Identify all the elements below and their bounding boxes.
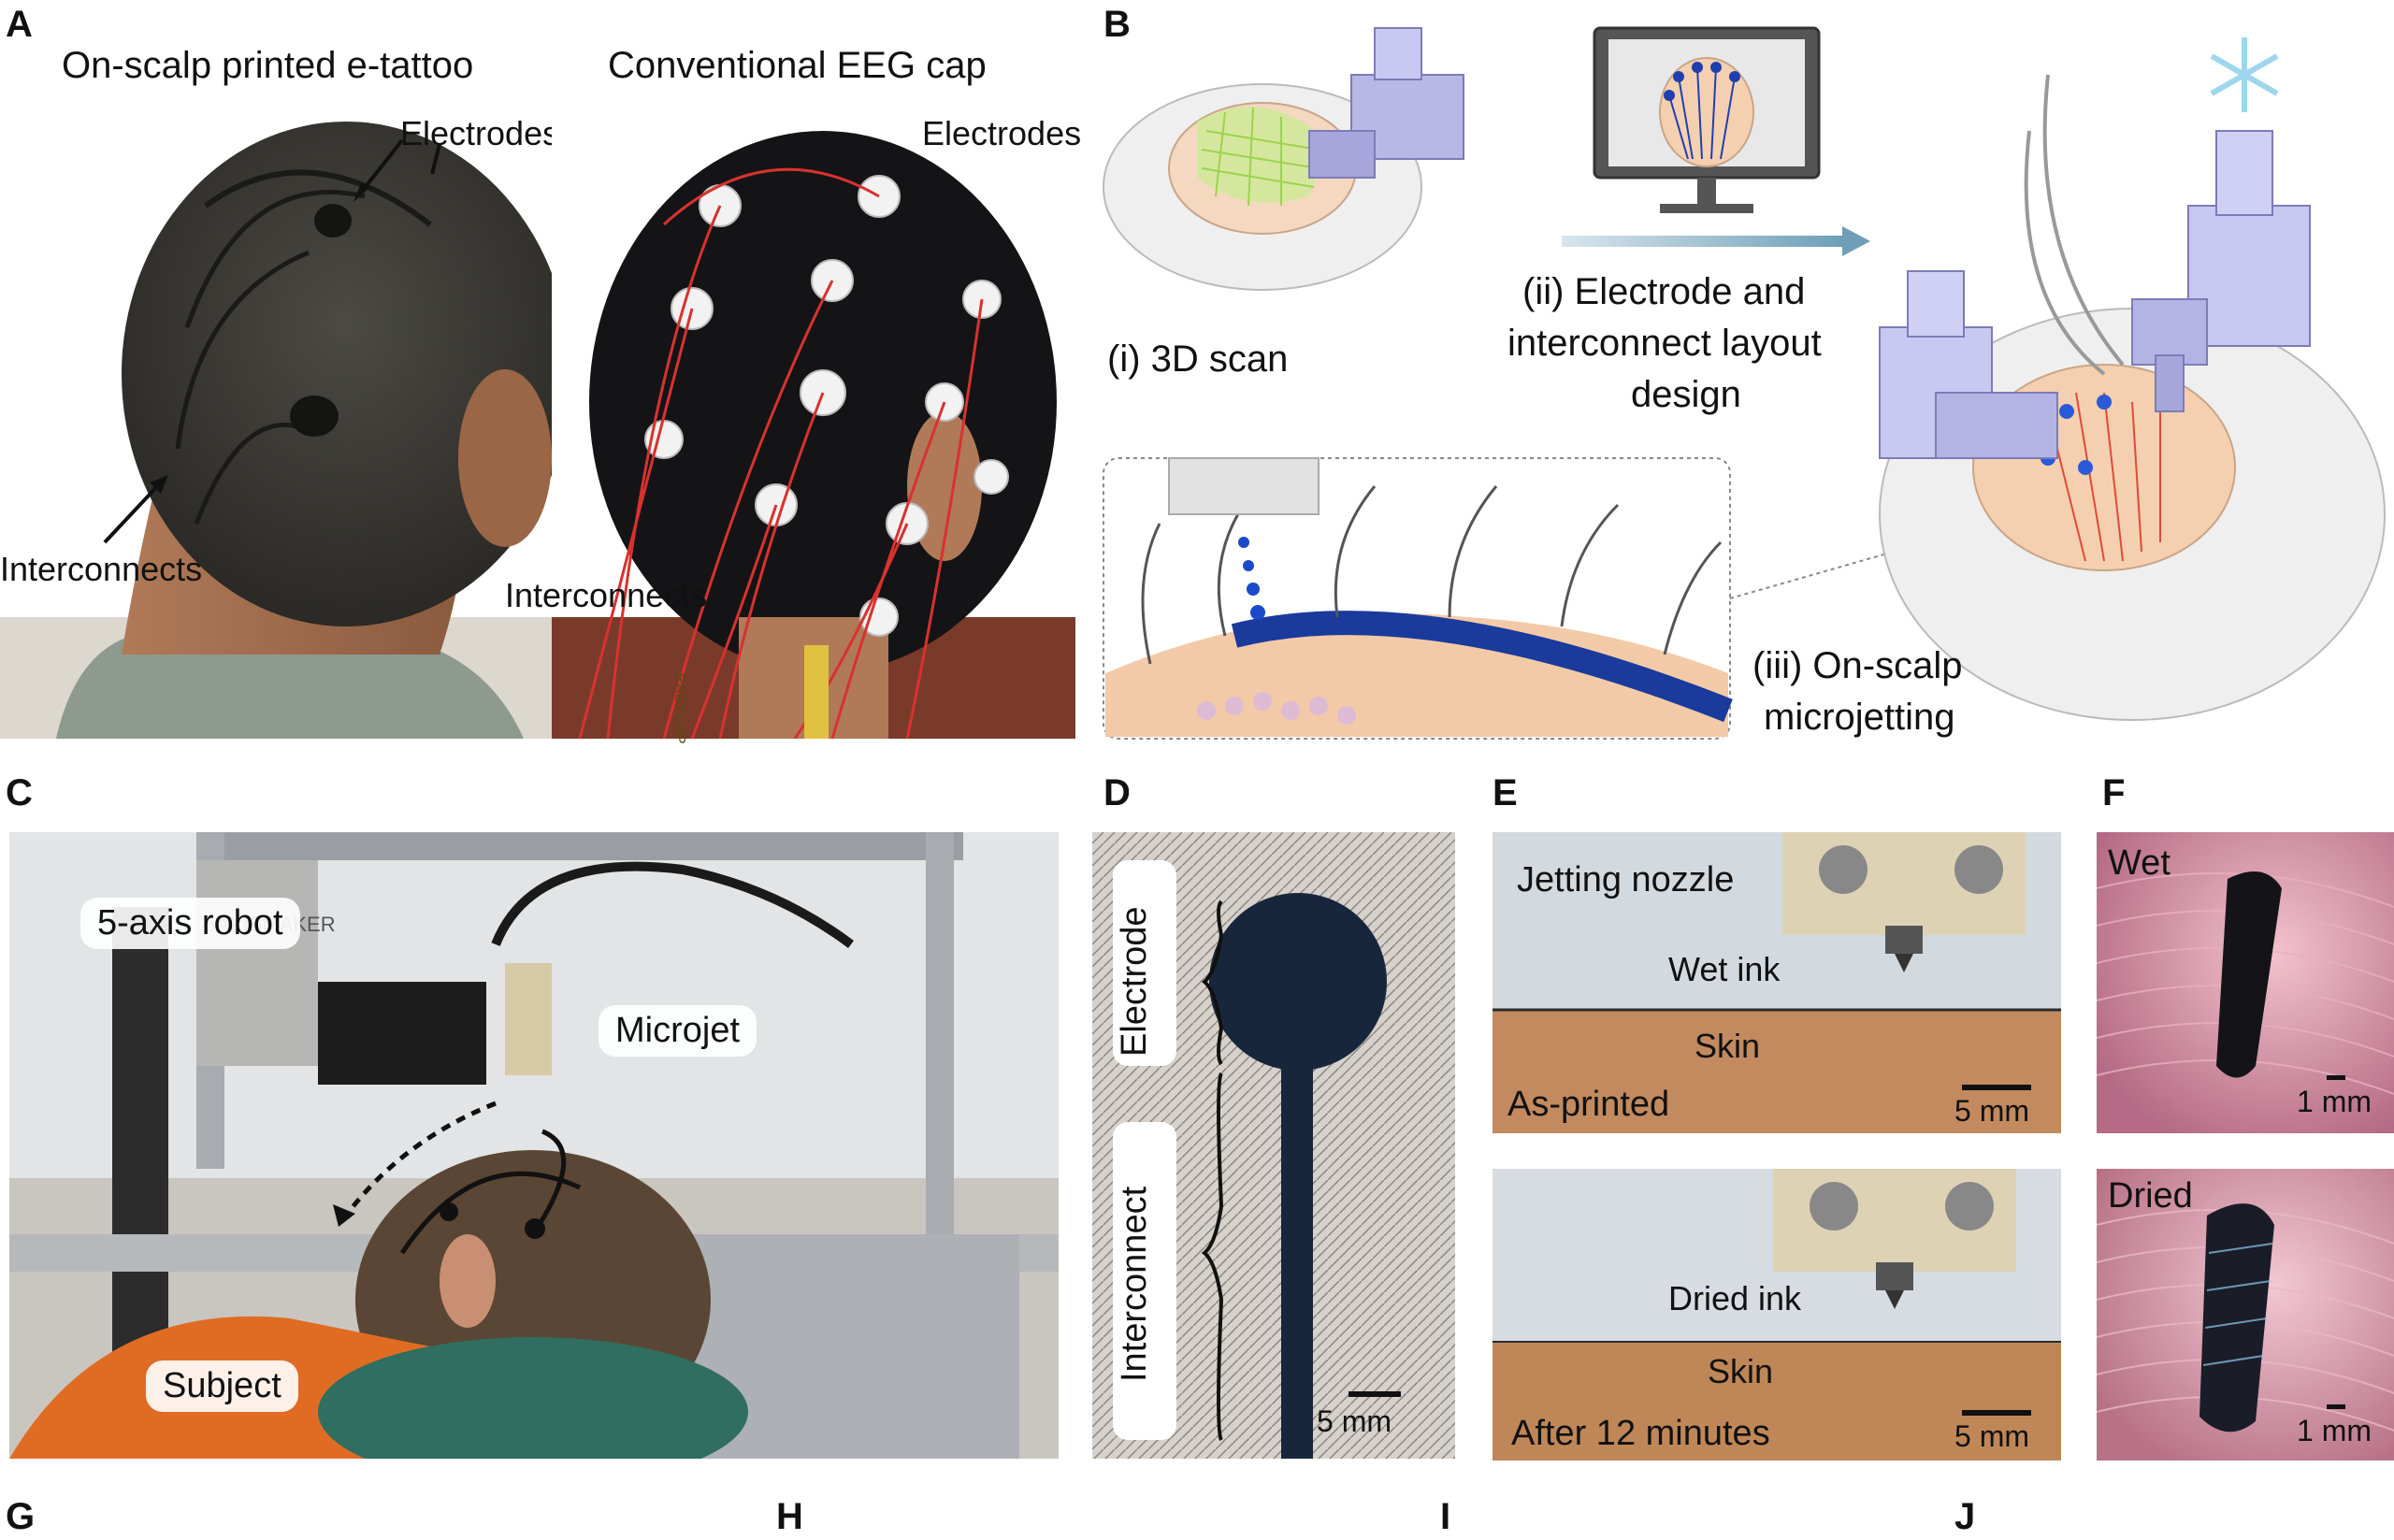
e-tattoo-head-photo [0,94,552,739]
panel-a-interconnects-right: Interconnects [505,576,708,614]
jetting-nozzle-label: Jetting nozzle [1517,860,1735,900]
panel-a-electrodes-right: Electrodes [922,114,1082,152]
panel-letter-i: I [1440,1496,1451,1537]
dried-ink-label: Dried ink [1668,1279,1802,1317]
panel-letter-j: J [1954,1496,1976,1537]
subject-label: Subject [146,1360,298,1412]
panel-letter-h: H [776,1496,803,1537]
dried-label: Dried [2108,1176,2193,1216]
panel-letter-c: C [6,772,33,813]
panel-f-top-scale-bar [2327,1075,2345,1080]
panel-a-right-title: Conventional EEG cap [608,45,987,86]
panel-e-top-scale-text: 5 mm [1954,1094,2029,1128]
eeg-cap-strip-text: EASYCAP [671,673,687,744]
panel-e-bottom-scale-text: 5 mm [1954,1419,2029,1453]
after-12-minutes-label: After 12 minutes [1511,1414,1770,1453]
scalp-electrode-photo [1092,832,1455,1459]
panel-e-top-scale-bar [1962,1085,2031,1090]
panel-a-electrodes-left: Electrodes [400,114,560,152]
panel-b-step1: (i) 3D scan [1107,338,1289,380]
panel-b-step3-line2: microjetting [1764,697,1955,738]
skin-label-top: Skin [1695,1027,1761,1065]
panel-a-left-title: On-scalp printed e-tattoo [62,45,474,86]
panel-f-bottom-scale-bar [2327,1404,2345,1409]
panel-letter-b: B [1103,4,1131,45]
panel-b-step2-line1: (ii) Electrode and [1522,271,1806,312]
panel-letter-e: E [1493,772,1518,813]
wet-label: Wet [2108,843,2170,883]
panel-letter-d: D [1103,772,1131,813]
panel-b-illustration [1103,26,2386,740]
panel-f-top-scale-text: 1 mm [2297,1085,2372,1118]
as-printed-photo [1493,832,2061,1133]
panel-letter-g: G [6,1496,36,1537]
electrode-label: Electrode [1115,906,1154,1057]
as-printed-label: As-printed [1507,1085,1670,1124]
panel-f-bottom-scale-text: 1 mm [2297,1414,2372,1447]
panel-b-step2-line3: design [1631,374,1741,415]
wet-ink-label: Wet ink [1668,950,1781,988]
interconnect-label: Interconnect [1115,1186,1154,1382]
dried-photo [1493,1169,2061,1461]
panel-d-scale-text: 5 mm [1317,1404,1392,1438]
panel-letter-a: A [6,4,33,45]
dried-fingertip-photo [2097,1169,2394,1461]
microjet-label: Microjet [598,1005,757,1057]
panel-b-step3-line1: (iii) On-scalp [1752,645,1963,686]
robot-label: 5-axis robot [80,898,300,949]
eeg-cap-photo [552,94,1075,739]
panel-e-bottom-scale-bar [1962,1410,2031,1416]
panel-d-scale-bar [1348,1391,1401,1397]
panel-letter-f: F [2102,772,2126,813]
panel-b-step2-line2: interconnect layout [1507,323,1822,364]
panel-a-interconnects-left: Interconnects [0,550,203,588]
skin-label-bottom: Skin [1708,1352,1774,1390]
wet-fingertip-photo [2097,832,2394,1133]
